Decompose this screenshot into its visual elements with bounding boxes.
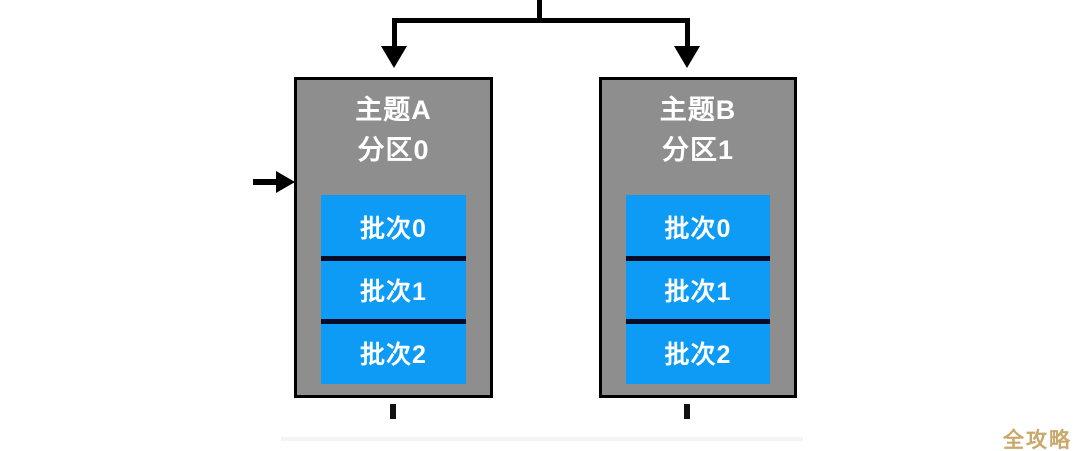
topic-label-b: 主题B (659, 95, 737, 125)
arrow-right-icon-producer (276, 171, 295, 193)
bottom-divider (281, 437, 803, 441)
batch-stack-a: 批次0 批次1 批次2 (321, 195, 466, 384)
arrow-down-icon-right (674, 46, 700, 68)
connector-trunk-vertical (537, 0, 542, 22)
arrow-down-icon-left (381, 46, 407, 68)
batch-label: 批次1 (360, 277, 427, 306)
batch-label: 批次2 (664, 340, 732, 369)
watermark-label: 全攻略 (1003, 429, 1072, 451)
batch-label: 批次1 (664, 277, 732, 306)
batch-label: 批次2 (360, 340, 427, 369)
connector-horizontal-bus (392, 18, 690, 23)
partition-label-b: 分区1 (661, 134, 735, 165)
connector-branch-right-vertical (685, 18, 690, 48)
connector-branch-left-vertical (392, 18, 397, 48)
batch-label: 批次0 (664, 214, 732, 243)
batch-cell[interactable]: 批次0 (321, 195, 466, 258)
batch-cell[interactable]: 批次0 (626, 195, 770, 258)
batch-cell[interactable]: 批次2 (626, 319, 770, 384)
connector-stub-below-topic-a (390, 404, 396, 419)
partition-label-a: 分区0 (357, 134, 430, 165)
topic-box-a[interactable]: 主题A 分区0 批次0 批次1 批次2 (294, 77, 493, 398)
batch-cell[interactable]: 批次1 (321, 256, 466, 321)
topic-label-a: 主题A (355, 95, 432, 125)
topic-box-b[interactable]: 主题B 分区1 批次0 批次1 批次2 (599, 77, 797, 398)
batch-cell[interactable]: 批次1 (626, 256, 770, 321)
batch-label: 批次0 (360, 214, 427, 243)
batch-stack-b: 批次0 批次1 批次2 (626, 195, 770, 384)
connector-producer-inbound (253, 179, 288, 185)
batch-cell[interactable]: 批次2 (321, 319, 466, 384)
connector-stub-below-topic-b (684, 404, 690, 419)
